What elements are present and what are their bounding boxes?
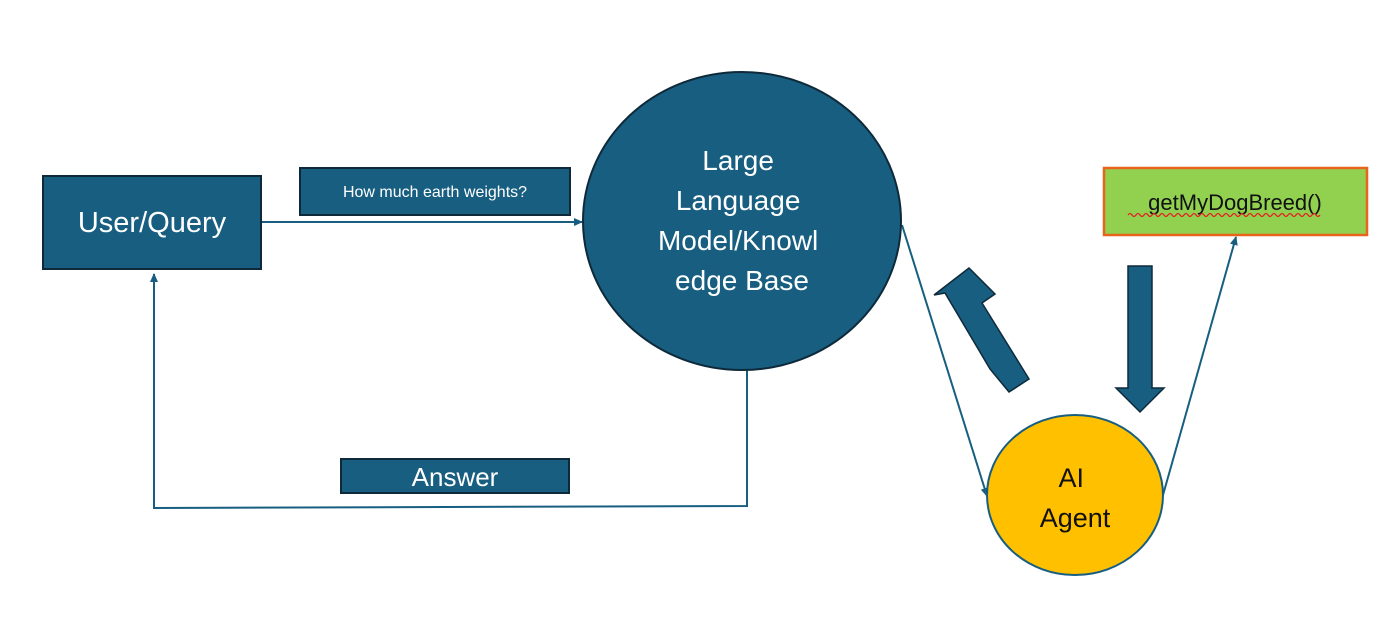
llm-to-agent-connector: [901, 224, 989, 497]
llm-knowledge-base-node[interactable]: Large Language Model/Knowl edge Base: [582, 71, 902, 371]
tool-function-label: getMyDogBreed(): [1148, 190, 1322, 215]
user-query-label: User/Query: [78, 207, 227, 239]
llm-label-line-4: edge Base: [675, 265, 809, 296]
ai-agent-label-line-1: AI: [1058, 463, 1084, 493]
tool-to-agent-block-arrow: [1114, 265, 1166, 414]
llm-to-user-answer-connector: [150, 273, 748, 510]
ai-agent-node[interactable]: AI Agent: [986, 414, 1164, 576]
question-label-box: How much earth weights?: [299, 167, 571, 216]
tool-function-node[interactable]: getMyDogBreed(): [1102, 166, 1369, 237]
ai-agent-label-line-2: Agent: [1040, 503, 1111, 533]
answer-label: Answer: [412, 462, 499, 492]
spellcheck-underline: [1127, 212, 1321, 218]
llm-label: Large Language Model/Knowl edge Base: [658, 145, 826, 296]
user-query-node[interactable]: User/Query: [42, 175, 262, 270]
llm-label-line-3: Model/Knowl: [658, 225, 818, 256]
llm-label-line-1: Large: [702, 145, 774, 176]
ai-agent-label: AI Agent: [1040, 463, 1111, 533]
agent-to-tool-connector: [1162, 236, 1238, 496]
llm-label-line-2: Language: [676, 185, 801, 216]
agent-to-llm-block-arrow: [933, 267, 1031, 393]
question-label: How much earth weights?: [343, 184, 527, 201]
answer-label-box: Answer: [340, 458, 570, 494]
